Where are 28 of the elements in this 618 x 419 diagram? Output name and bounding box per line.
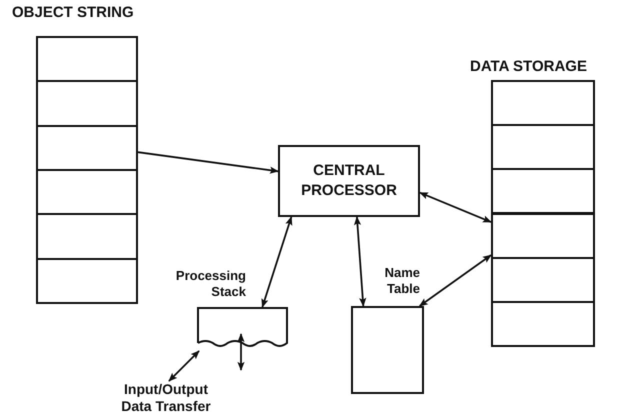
memory-cell [36, 258, 138, 304]
memory-cell [36, 169, 138, 216]
arrow [354, 216, 366, 307]
arrow [138, 151, 279, 174]
arrow [168, 350, 200, 382]
memory-cell [491, 124, 595, 170]
io-text: Input/Output Data Transfer [120, 381, 212, 415]
node-heading: Processing Stack [174, 268, 246, 300]
arrow [418, 254, 492, 307]
node-heading: DATA STORAGE [470, 59, 587, 75]
memory-column [491, 80, 595, 347]
process-box [278, 145, 420, 217]
memory-cell [36, 80, 138, 127]
node-heading: Name Table [384, 265, 420, 297]
memory-cell [491, 212, 595, 259]
memory-column [36, 36, 138, 304]
memory-cell [491, 300, 595, 347]
memory-cell [36, 36, 138, 82]
arrow [261, 216, 292, 308]
memory-cell [491, 80, 595, 126]
memory-cell [36, 124, 138, 171]
arrow [419, 192, 492, 223]
memory-cell [491, 256, 595, 303]
node-label: CENTRAL PROCESSOR [300, 161, 398, 201]
memory-cell [36, 213, 138, 260]
memory-cell [491, 168, 595, 214]
node-heading: OBJECT STRING [12, 5, 134, 21]
table-box [351, 306, 424, 394]
